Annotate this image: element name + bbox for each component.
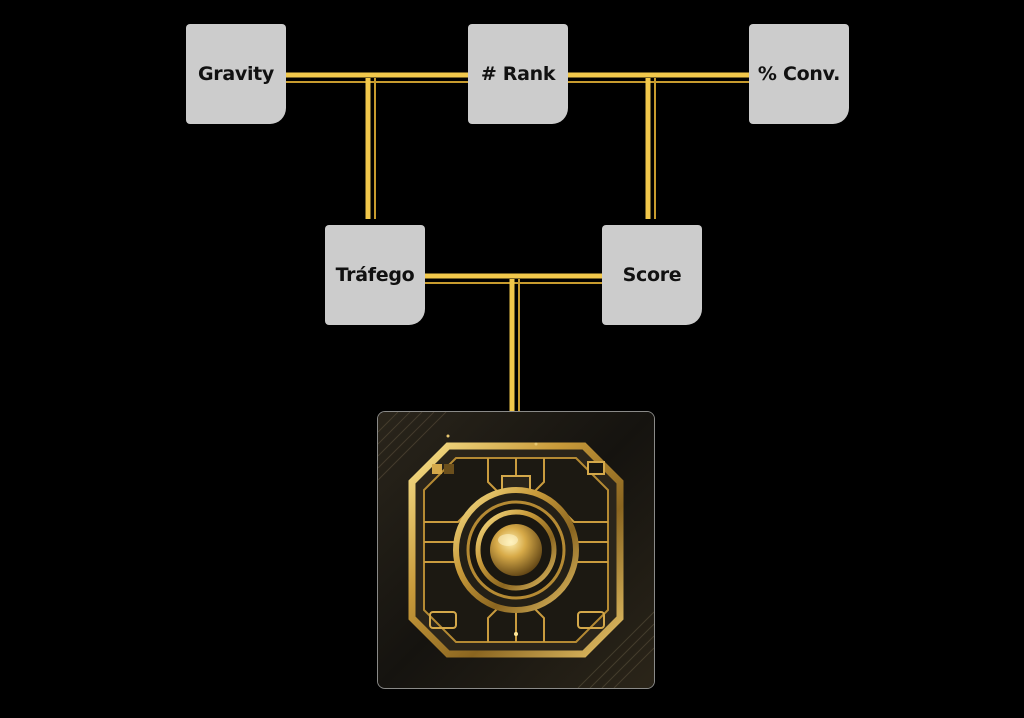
edge-gravity-rank-to-trafego <box>365 78 376 219</box>
edge-gravity-rank <box>286 72 468 83</box>
node-score-label: Score <box>622 264 682 286</box>
edge-trafego-score-to-hub <box>509 279 520 411</box>
node-trafego[interactable]: Tráfego <box>325 225 425 325</box>
edge-rank-conv <box>568 72 749 83</box>
hub-image <box>377 411 655 689</box>
node-rank[interactable]: # Rank <box>468 24 568 124</box>
node-conv[interactable]: % Conv. <box>749 24 849 124</box>
edge-rank-conv-to-score <box>645 78 656 219</box>
node-score[interactable]: Score <box>602 225 702 325</box>
node-rank-label: # Rank <box>480 63 556 85</box>
node-gravity[interactable]: Gravity <box>186 24 286 124</box>
golden-circuit-emblem-icon <box>378 412 654 688</box>
node-conv-label: % Conv. <box>757 63 841 85</box>
node-gravity-label: Gravity <box>197 63 275 85</box>
node-trafego-label: Tráfego <box>335 264 415 286</box>
